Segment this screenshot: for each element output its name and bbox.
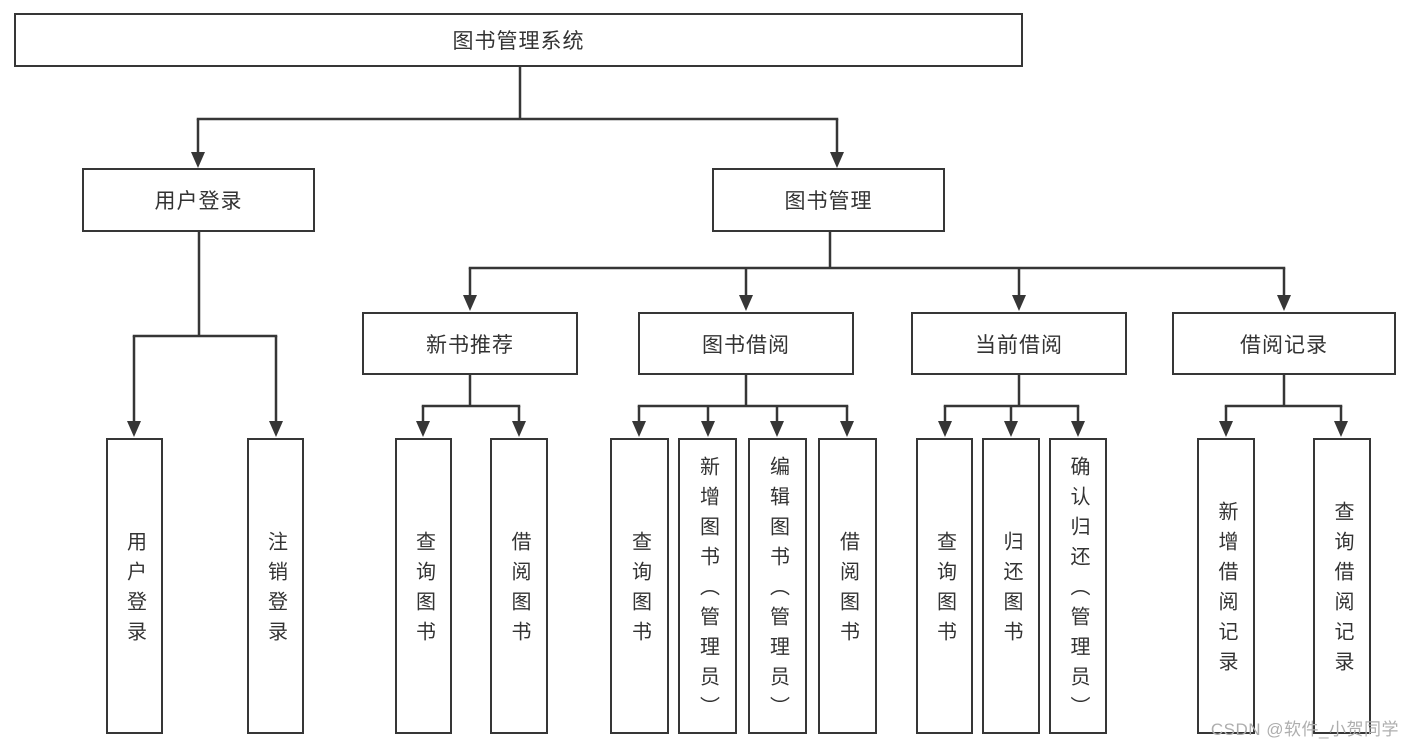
leaf-add-borrow-record: 新增借阅记录 [1197, 438, 1255, 734]
arrowhead [770, 421, 784, 437]
arrowhead [416, 421, 430, 437]
leaf-return-books-label: 归还图书 [1000, 531, 1022, 651]
node-library-system: 图书管理系统 [14, 13, 1023, 67]
arrowhead [632, 421, 646, 437]
leaf-logout: 注销登录 [247, 438, 304, 734]
arrowhead [127, 421, 141, 437]
leaf-query-books-borrowing: 查询图书 [610, 438, 669, 734]
leaf-query-borrow-record-label: 查询借阅记录 [1331, 501, 1353, 681]
node-current-borrowing: 当前借阅 [911, 312, 1127, 375]
node-book-borrowing: 图书借阅 [638, 312, 854, 375]
arrowhead [269, 421, 283, 437]
arrowhead [512, 421, 526, 437]
leaf-return-books: 归还图书 [982, 438, 1040, 734]
arrowhead [938, 421, 952, 437]
arrowhead [1277, 295, 1291, 311]
node-user-login-label: 用户登录 [154, 190, 243, 213]
node-book-management: 图书管理 [712, 168, 945, 232]
leaf-add-book-admin-label: 新增图书（管理员） [696, 456, 719, 726]
leaf-borrow-books-borrowing: 借阅图书 [818, 438, 877, 734]
arrowhead [701, 421, 715, 437]
arrowhead [1071, 421, 1085, 437]
leaf-add-borrow-record-label: 新增借阅记录 [1215, 501, 1237, 681]
leaf-borrow-books-recommend-label: 借阅图书 [508, 531, 530, 651]
arrowhead [1012, 295, 1026, 311]
leaf-query-books-recommend-label: 查询图书 [412, 531, 435, 651]
arrowhead [1004, 421, 1018, 437]
node-new-book-recommend-label: 新书推荐 [426, 333, 514, 357]
leaf-query-books-current: 查询图书 [916, 438, 973, 734]
node-user-login: 用户登录 [82, 168, 315, 232]
node-library-system-label: 图书管理系统 [452, 30, 585, 53]
node-current-borrowing-label: 当前借阅 [975, 333, 1063, 357]
arrowhead [830, 152, 844, 168]
leaf-edit-book-admin: 编辑图书（管理员） [748, 438, 807, 734]
arrowhead [1334, 421, 1348, 437]
node-borrowing-records-label: 借阅记录 [1240, 333, 1328, 357]
leaf-confirm-return-admin: 确认归还（管理员） [1049, 438, 1107, 734]
leaf-user-login-label: 用户登录 [123, 531, 146, 651]
leaf-user-login: 用户登录 [106, 438, 163, 734]
arrowhead [840, 421, 854, 437]
leaf-add-book-admin: 新增图书（管理员） [678, 438, 737, 734]
leaf-query-books-borrowing-label: 查询图书 [628, 531, 651, 651]
leaf-query-borrow-record: 查询借阅记录 [1313, 438, 1371, 734]
arrowhead [191, 152, 205, 168]
leaf-edit-book-admin-label: 编辑图书（管理员） [766, 456, 789, 726]
leaf-borrow-books-recommend: 借阅图书 [490, 438, 548, 734]
leaf-logout-label: 注销登录 [264, 531, 287, 651]
node-book-management-label: 图书管理 [784, 190, 873, 213]
arrowhead [1219, 421, 1233, 437]
node-book-borrowing-label: 图书借阅 [702, 333, 790, 357]
csdn-watermark: CSDN @软件_小贺同学 [1210, 720, 1399, 739]
leaf-borrow-books-borrowing-label: 借阅图书 [836, 531, 859, 651]
leaf-confirm-return-admin-label: 确认归还（管理员） [1067, 456, 1089, 726]
leaf-query-books-current-label: 查询图书 [933, 531, 956, 651]
node-new-book-recommend: 新书推荐 [362, 312, 578, 375]
arrowhead [463, 295, 477, 311]
node-borrowing-records: 借阅记录 [1172, 312, 1396, 375]
arrowhead [739, 295, 753, 311]
leaf-query-books-recommend: 查询图书 [395, 438, 452, 734]
